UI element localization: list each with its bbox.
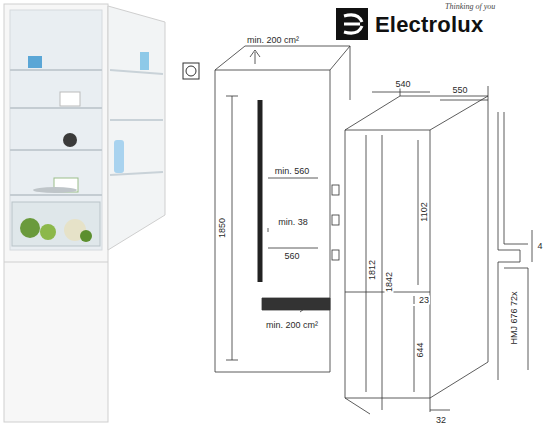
dimension-label: min. 38 — [277, 218, 309, 227]
dimension-tick — [268, 228, 269, 232]
dimension-line — [268, 248, 318, 249]
water-bottle — [114, 140, 124, 173]
dimension-line — [232, 96, 233, 360]
dimension-line — [418, 140, 419, 285]
food-item — [140, 52, 149, 70]
appliance-front — [345, 130, 430, 398]
hinge — [332, 215, 339, 225]
dimension-label: 560 — [283, 252, 300, 261]
appliance-side — [430, 96, 488, 398]
dimension-label: 1102 — [420, 201, 429, 222]
extension-line — [488, 86, 489, 96]
vent-grille — [262, 298, 330, 310]
dimension-label: 4 — [536, 242, 543, 251]
dimension-label: 1850 — [218, 217, 227, 239]
dimension-line — [430, 410, 450, 411]
niche-edge — [350, 46, 351, 100]
vegetable — [80, 230, 92, 242]
electrolux-logo-icon — [336, 8, 368, 40]
fridge-photo — [4, 4, 165, 422]
door-shelf — [110, 70, 163, 74]
dimension-tick — [226, 360, 238, 361]
brand-name: Electrolux — [375, 14, 483, 36]
side-section — [504, 268, 528, 370]
dimension-line — [414, 296, 415, 304]
side-section — [504, 112, 528, 244]
dimension-line — [366, 135, 367, 392]
dimension-tick — [226, 96, 238, 97]
food-item — [28, 56, 42, 68]
dimension-label: 1842 — [385, 271, 394, 293]
pan — [33, 187, 77, 193]
hinge — [332, 250, 339, 260]
socket-face — [186, 66, 196, 76]
glass-shelf — [10, 194, 102, 196]
dimension-line — [382, 135, 383, 410]
dimension-line — [268, 178, 318, 179]
airflow-arrow — [300, 300, 316, 312]
dimension-label: HMJ 676 72x — [510, 290, 519, 345]
hinge — [332, 185, 339, 195]
socket-frame — [183, 63, 199, 79]
glass-shelf — [10, 149, 102, 151]
airflow-arrow — [255, 52, 256, 64]
dimension-label: min. 560 — [274, 167, 311, 176]
socket-icon — [183, 63, 199, 79]
appliance-top — [345, 96, 488, 130]
open-door — [108, 6, 165, 250]
fridge-body — [4, 4, 108, 422]
dimension-label: 540 — [394, 80, 411, 89]
vegetable — [40, 224, 56, 240]
airflow-arrow — [250, 50, 260, 57]
door-shelf — [110, 119, 163, 121]
vegetable — [20, 218, 40, 238]
dimension-line — [532, 230, 533, 262]
logo-mark — [344, 15, 362, 33]
dimension-line — [414, 306, 415, 392]
dimension-label: 644 — [416, 341, 425, 358]
dimension-label: 1812 — [368, 259, 377, 281]
brand-tagline: Thinking of you — [445, 3, 495, 11]
freezer-split — [4, 262, 108, 263]
dimension-line — [372, 92, 430, 93]
niche-strip — [258, 100, 263, 282]
logo-square — [336, 8, 368, 40]
technical-drawing — [215, 46, 532, 414]
dimension-label: 23 — [418, 296, 430, 305]
glass-shelf — [10, 69, 102, 71]
food-item — [60, 92, 80, 106]
dimension-line — [440, 100, 488, 101]
dimension-label: min. 200 cm² — [246, 36, 300, 45]
dimension-label: 32 — [435, 416, 447, 425]
side-section — [498, 112, 520, 380]
crisper-drawer — [12, 202, 100, 246]
niche-front — [215, 70, 330, 372]
glass-shelf — [10, 107, 102, 109]
fridge-interior — [10, 10, 102, 250]
food-item — [63, 133, 77, 147]
niche-top — [215, 46, 350, 70]
extension-line — [345, 398, 370, 414]
dimension-label: min. 200 cm² — [265, 321, 319, 330]
dimension-label: 550 — [451, 86, 468, 95]
